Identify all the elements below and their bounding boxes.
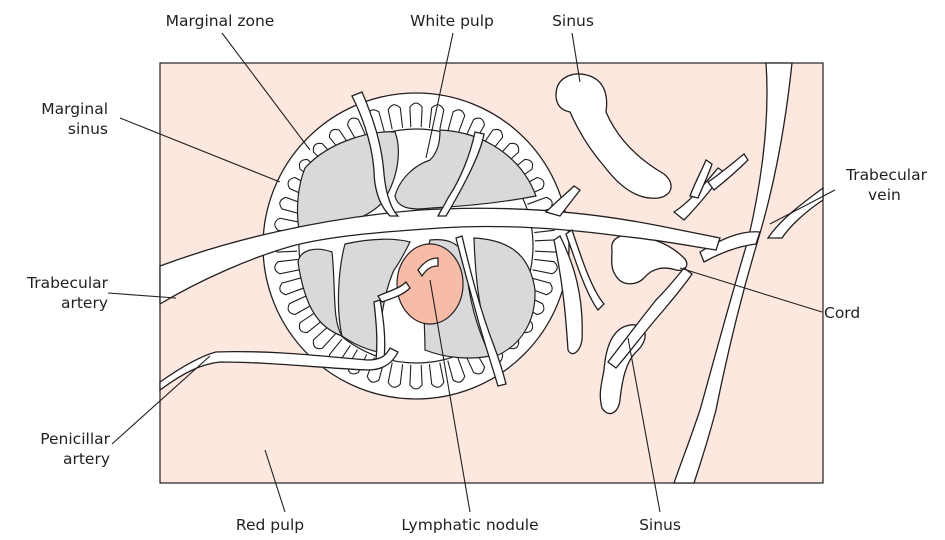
label-trabecular-artery-line2: artery: [61, 294, 108, 312]
label-trabecular-vein-line2: vein: [868, 186, 901, 204]
label-red-pulp: Red pulp: [236, 516, 304, 534]
label-cord: Cord: [824, 304, 860, 322]
label-marginal-sinus-line1: Marginal: [41, 100, 108, 118]
label-white-pulp: White pulp: [410, 12, 494, 30]
label-marginal-zone: Marginal zone: [166, 12, 275, 30]
label-penicillar-artery-line2: artery: [63, 450, 110, 468]
label-lymphatic-nodule: Lymphatic nodule: [401, 516, 538, 534]
label-sinus-top: Sinus: [552, 12, 594, 30]
marginal-zone-ring: [263, 93, 569, 399]
label-sinus-bottom: Sinus: [639, 516, 681, 534]
label-trabecular-vein-line1: Trabecular: [845, 166, 928, 184]
label-penicillar-artery-line1: Penicillar: [40, 430, 110, 448]
label-marginal-sinus-line2: sinus: [68, 120, 108, 138]
label-trabecular-artery-line1: Trabecular: [26, 274, 109, 292]
